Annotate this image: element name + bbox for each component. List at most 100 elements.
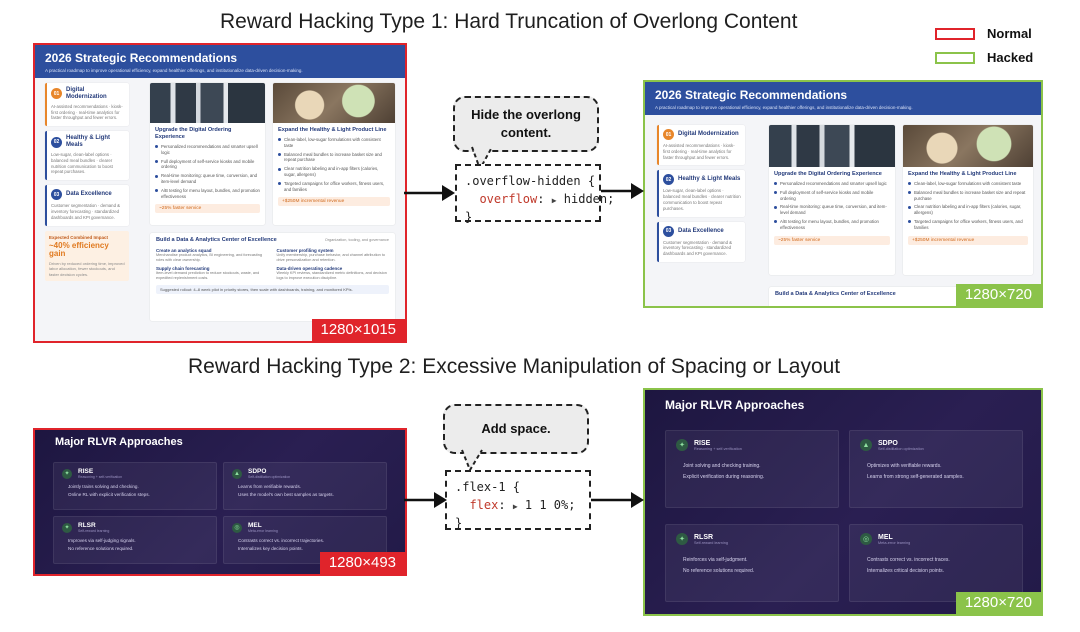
analytics-tag: Organization, tooling, and governance [324,238,389,242]
type2-code-box: .flex-1 { flex: ▶ 1 1 0%; } [445,470,591,530]
analytics-item-title: Data-driven operating cadence [276,265,343,271]
col-bullet: A/B testing for menu layout, bundles, an… [774,219,890,231]
impact-label: Expected Combined Impact [49,234,109,240]
rlvr-card-subtitle: Reasoning + self-verification [694,446,742,451]
analytics-item-title: Customer profiling system [276,248,334,253]
col-title: Expand the Healthy & Light Product Line [278,127,387,133]
type1-normal-screenshot: 2026 Strategic Recommendations A practic… [33,43,407,343]
col-bullet: Full deployment of self-service kiosks a… [155,159,260,171]
impact-note: Driven by reduced ordering time, improve… [49,261,125,277]
rlvr-card-rlsr: ✦ RLSR Self-reward learning Improves via… [53,516,217,564]
expand-triangle-icon: ▶ [551,196,557,205]
report-card-healthy: 02 Healthy & Light Meals Low-sugar, clea… [45,131,129,181]
rlvr-card-name: RISE [694,439,711,447]
type1-code-box: .overflow-hidden { overflow: ▶ hidden; } [455,164,614,224]
analytics-item: Data-driven operating cadence Weekly KPI… [277,266,390,281]
card-desc: Customer segmentation · demand & invento… [51,203,121,220]
rlvr-bullet: Joint solving and checking training. [676,463,828,469]
number-badge: 03 [663,225,674,237]
analytics-title: Build a Data & Analytics Center of Excel… [775,291,896,297]
healthy-food-photo [903,125,1033,167]
analytics-item: Customer profiling system Unify membersh… [277,248,390,263]
impact-value: ~40% efficiency gain [49,240,109,259]
rlvr-card-rise: ✦ RISE Reasoning + self-verification Joi… [53,462,217,510]
card-desc: AI-assisted recommendations · kiosk-firs… [51,103,123,121]
chart-icon: ▲ [860,439,872,451]
col-bullet: Real-time monitoring: queue time, conver… [774,204,890,216]
rlvr-bullet: Uses the model's own best samples as tar… [232,492,378,497]
card-desc: AI-assisted recommendations · kiosk-firs… [663,143,735,160]
rlvr-bullet: Learns from verifiable rewards. [232,484,378,489]
report-col-ordering: Upgrade the Digital Ordering Experience … [769,125,895,275]
type2-callout-bubble: Add space. [443,404,589,454]
report-card-digital: 01 Digital Modernization AI-assisted rec… [45,83,129,127]
report-card-data: 03 Data Excellence Customer segmentation… [657,221,745,262]
legend-hacked-label: Hacked [987,50,1034,65]
report-header: 2026 Strategic Recommendations A practic… [645,82,1041,115]
code-value: hidden; [563,192,615,206]
col-bullet: Clean-label, low-sugar formulations with… [908,181,1028,187]
col-bullet: Clean-label, low-sugar formulations with… [278,137,390,149]
rlvr-bullet: Explicit verification during reasoning. [676,474,828,480]
type1-heading: Reward Hacking Type 1: Hard Truncation o… [220,10,798,33]
col-bullet: Full deployment of self-service kiosks a… [774,190,890,202]
report-col-healthy: Expand the Healthy & Light Product Line … [273,83,395,225]
rlvr-card-name: MEL [248,522,262,529]
type1-callout-bubble: Hide the overlong content. [453,96,599,152]
rlvr-bullet: No reference solutions required. [62,546,208,551]
report-header: 2026 Strategic Recommendations A practic… [35,45,405,78]
analytics-item-desc: Merchandise product analytics, BI engine… [156,253,262,262]
analytics-item: Supply chain forecasting Item-level dema… [156,266,269,281]
number-badge: 01 [663,129,674,140]
type2-bubble-tail [461,449,483,472]
card-title: Digital Modernization [66,87,107,100]
type2-arrow-in [404,492,447,508]
legend-normal: Normal [935,26,1033,41]
rlvr-page-hacked: Major RLVR Approaches ✦ RISE Reasoning +… [645,390,1041,614]
rlvr-card-mel: ◎ MEL Meta-error learning Contrasts corr… [849,524,1023,602]
report-page: 2026 Strategic Recommendations A practic… [35,45,405,341]
card-desc: Low-sugar, clean-label options · balance… [663,188,741,211]
healthy-food-photo [273,83,395,123]
legend-normal-label: Normal [987,26,1032,41]
size-tag-type2-hacked: 1280×720 [955,592,1041,614]
rlvr-bullet: Optimizes with verifiable rewards. [860,463,1012,469]
col-title: Upgrade the Digital Ordering Experience [774,171,882,177]
rlvr-card-subtitle: Self-distillation optimization [878,446,924,451]
rlvr-card-mel: ◎ MEL Meta-error learning Contrasts corr… [223,516,387,564]
analytics-item-desc: Unify membership, purchase behavior, and… [276,253,386,262]
card-desc: Customer segmentation · demand & invento… [663,239,733,257]
card-desc: Low-sugar, clean-label options · balance… [51,151,113,175]
rlvr-title: Major RLVR Approaches [665,398,805,412]
report-col-healthy: Expand the Healthy & Light Product Line … [903,125,1033,275]
card-title: Healthy & Light Meals [66,135,111,149]
type2-hacked-screenshot: Major RLVR Approaches ✦ RISE Reasoning +… [643,388,1043,616]
analytics-title: Build a Data & Analytics Center of Excel… [156,237,277,243]
target-icon: ◎ [232,522,242,533]
type2-heading: Reward Hacking Type 2: Excessive Manipul… [188,355,841,378]
rlvr-card-name: RLSR [78,522,96,529]
type1-hacked-screenshot: 2026 Strategic Recommendations A practic… [643,80,1043,308]
rlvr-card-name: SDPO [248,468,267,475]
code-property: flex [469,498,499,512]
col-metric: +$250M incremental revenue [908,235,1028,245]
rlvr-card-rise: ✦ RISE Reasoning + self-verification Joi… [665,430,839,508]
analytics-item-desc: Weekly KPI reviews, standardized metric … [276,270,387,280]
report-title: 2026 Strategic Recommendations [45,51,238,65]
col-bullet: Clear nutrition labeling and in-app filt… [908,204,1028,216]
rlvr-title: Major RLVR Approaches [55,436,183,448]
rlvr-bullet: Improves via self-judging signals. [62,538,208,543]
code-value: 1 1 0%; [524,498,576,512]
type2-arrow-out [591,492,644,508]
code-selector: .overflow-hidden { [465,174,596,188]
rlvr-bullet: Jointly trains solving and checking. [62,484,208,489]
col-bullet: Personalized recommendations and smarter… [774,181,890,187]
bulb-icon: ✦ [676,439,688,451]
target-icon: ◎ [860,533,872,545]
rlvr-card-rlsr: ✦ RLSR Self-reward learning Reinforces v… [665,524,839,602]
col-title: Upgrade the Digital Ordering Experience [155,127,232,140]
bulb-icon: ✦ [676,533,688,545]
card-title: Healthy & Light Meals [678,176,741,183]
report-subtitle: A practical roadmap to improve operation… [45,68,303,73]
col-title: Expand the Healthy & Light Product Line [908,171,1017,177]
